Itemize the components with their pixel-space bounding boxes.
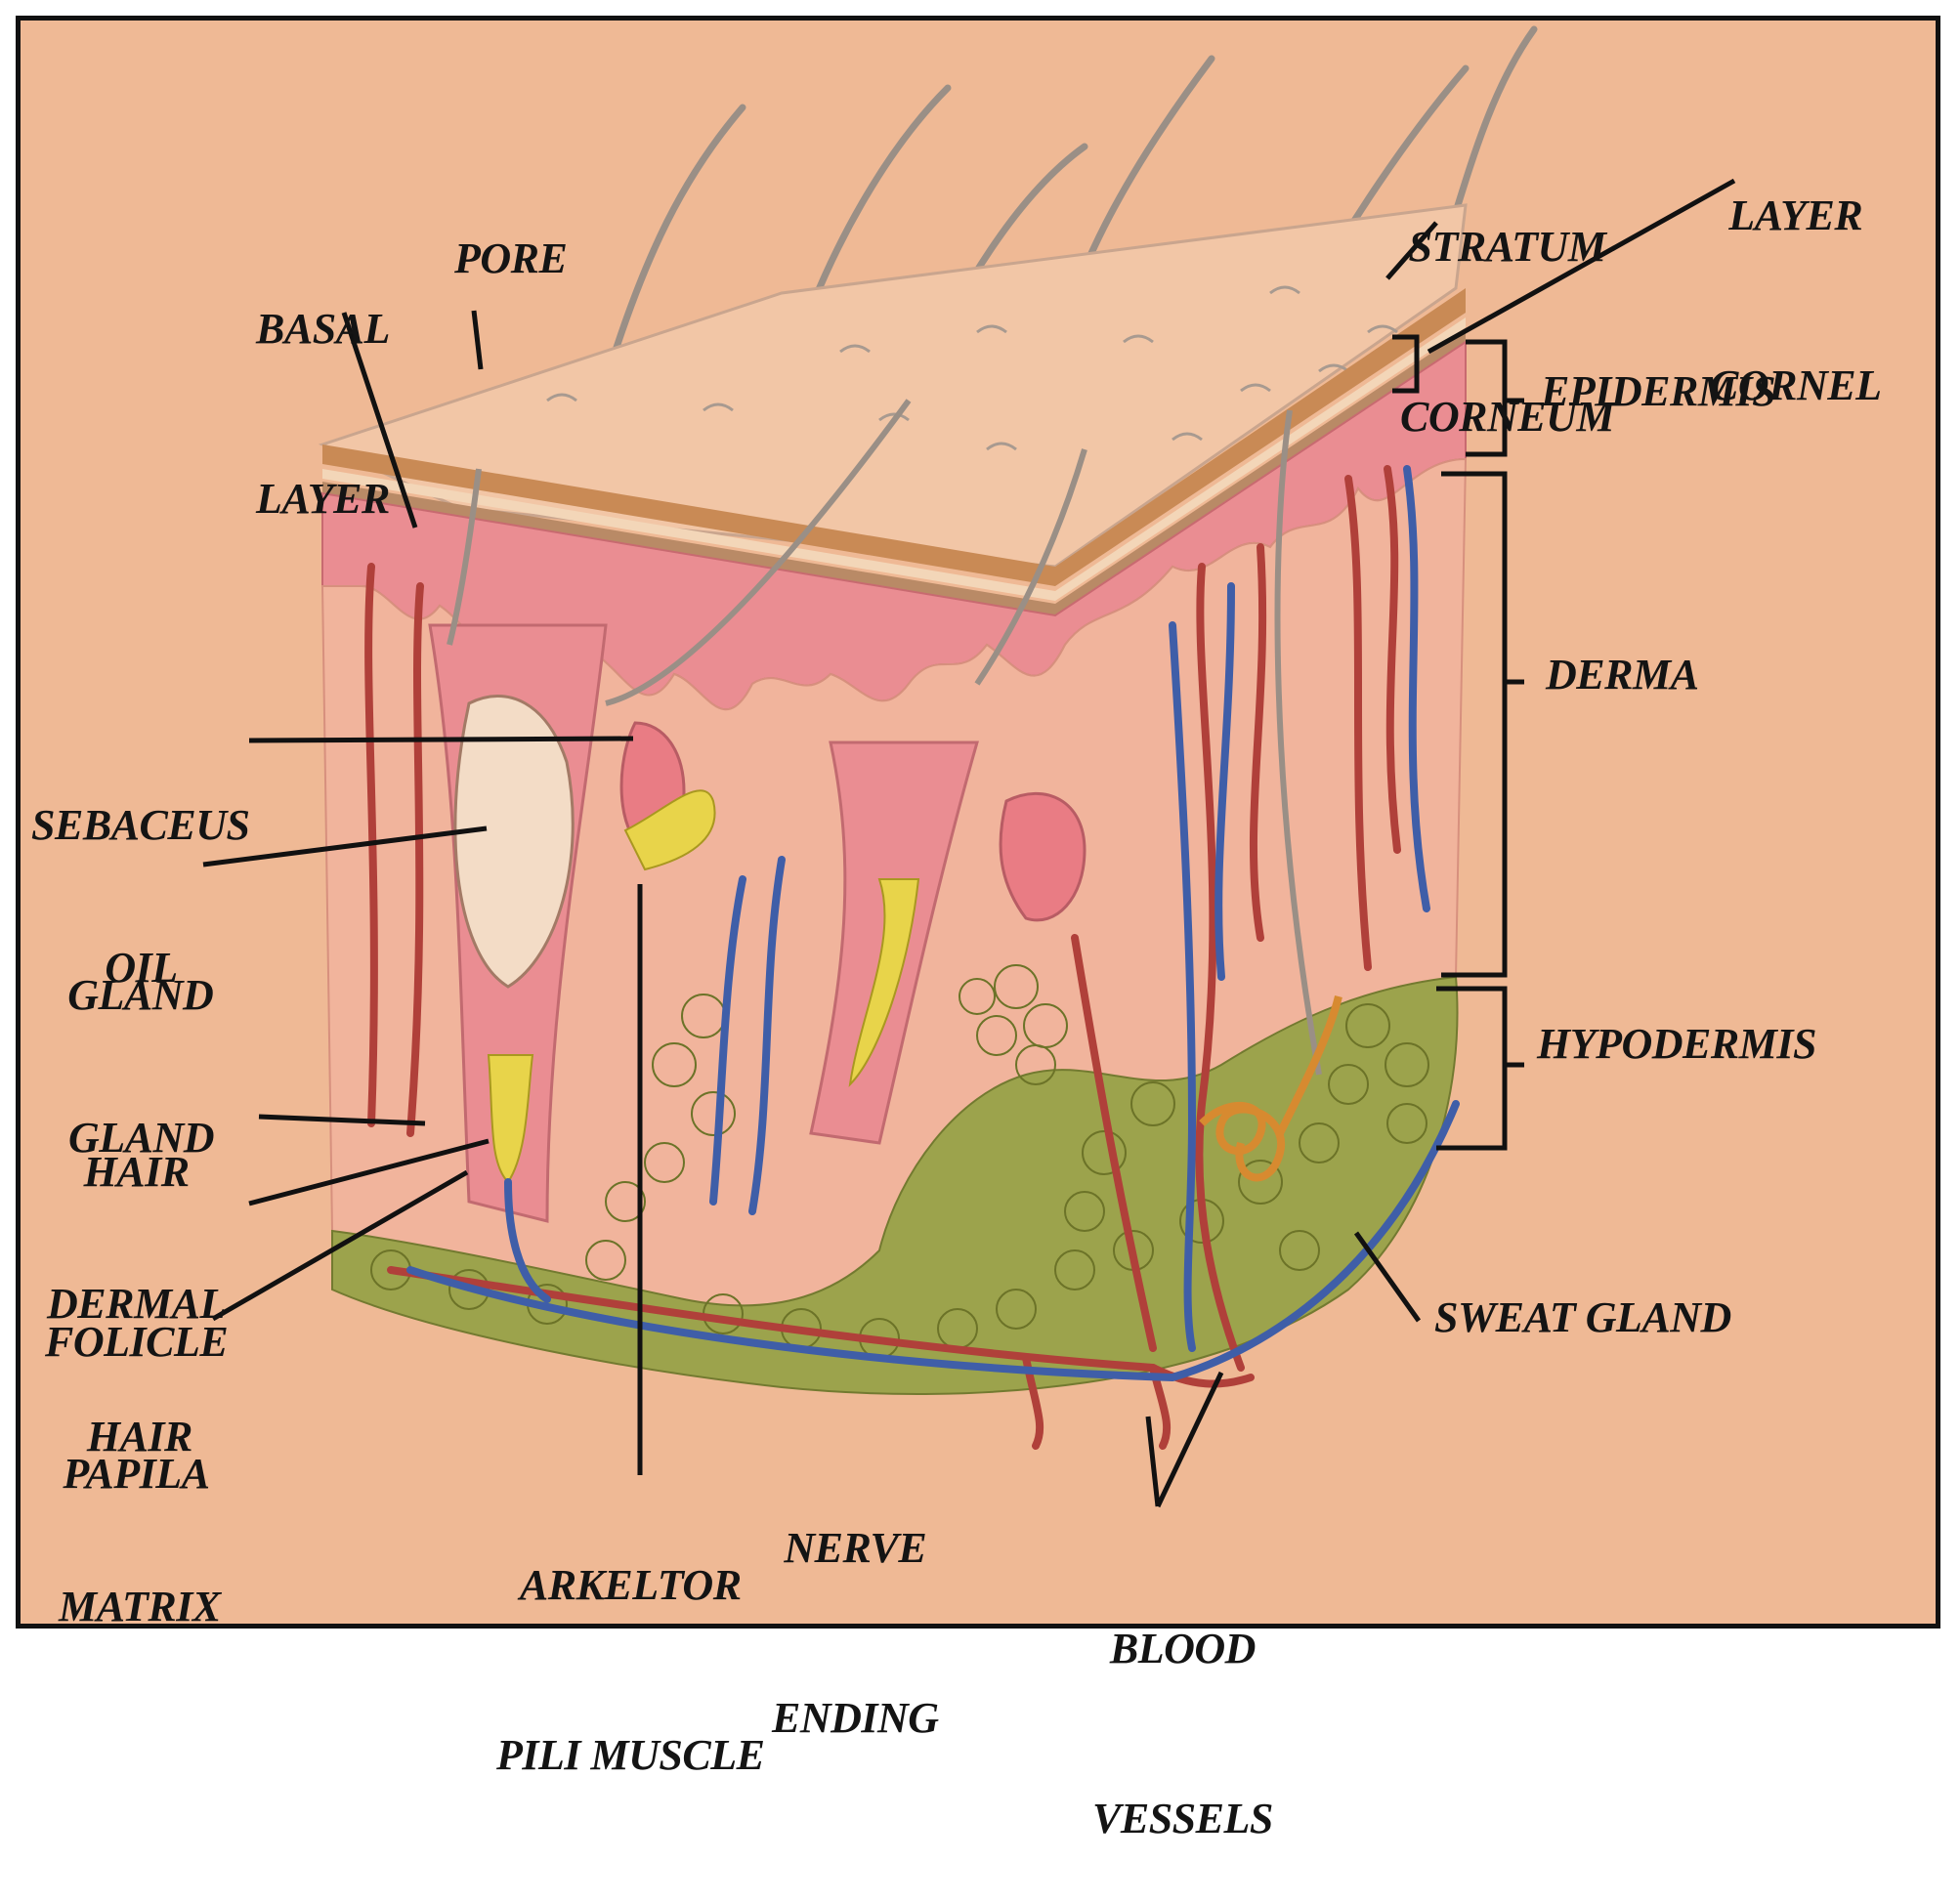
label-line: STRATUM xyxy=(1408,223,1606,271)
label-pore: PORE xyxy=(454,234,568,282)
label-arkeltor-pili-muscle: ARKELTOR PILI MUSCLE xyxy=(496,1444,765,1841)
label-line: VESSELS xyxy=(1092,1795,1273,1842)
surface-texture xyxy=(546,285,1398,451)
label-line: CORNEUM xyxy=(1400,393,1615,441)
label-line: GLAND xyxy=(68,1114,215,1162)
label-line: OIL xyxy=(105,944,178,992)
label-line: BASAL xyxy=(256,305,390,353)
label-blood-vessels: BLOOD VESSELS xyxy=(1092,1507,1273,1904)
label-basal-layer: BASAL LAYER xyxy=(256,188,390,584)
label-hair-matrix: HAIR MATRIX xyxy=(59,1295,221,1692)
skin-cross-section-illustration xyxy=(202,25,1736,1508)
label-line: SEBACEUS xyxy=(31,801,250,849)
label-layer-cornel: LAYER CORNEL xyxy=(1710,74,1882,471)
label-line: MATRIX xyxy=(59,1583,221,1630)
label-hair-folicle: HAIR FOLICLE xyxy=(45,1031,229,1427)
label-line: GLAND xyxy=(67,971,214,1019)
veins xyxy=(406,465,1460,1382)
label-line: ARKELTOR xyxy=(519,1561,742,1609)
label-derma: DERMA xyxy=(1546,651,1699,698)
arteries xyxy=(364,465,1401,1450)
label-line: LAYER xyxy=(256,475,390,523)
label-line: BLOOD xyxy=(1109,1625,1257,1672)
label-line: FOLICLE xyxy=(45,1318,229,1366)
label-line: PILI MUSCLE xyxy=(496,1731,765,1779)
leader-lines xyxy=(202,178,1736,1508)
stratum-corneum-band xyxy=(322,288,1466,586)
hair-follicles xyxy=(428,623,1087,1223)
label-line: CORNEL xyxy=(1710,361,1882,409)
label-line: LAYER xyxy=(1728,191,1863,239)
sweat-gland-coil xyxy=(1199,995,1342,1182)
label-line: NERVE xyxy=(784,1524,927,1572)
label-oil-gland: OIL GLAND xyxy=(68,826,215,1223)
label-hypodermis: HYPODERMIS xyxy=(1537,1020,1816,1068)
label-sweat-gland: SWEAT GLAND xyxy=(1434,1293,1731,1341)
label-nerve-ending: NERVE ENDING xyxy=(772,1407,939,1803)
label-sebaceus-gland: SEBACEUS GLAND xyxy=(31,684,250,1080)
label-line: HAIR xyxy=(86,1413,193,1460)
label-stratum-corneum: STRATUM CORNEUM xyxy=(1400,106,1615,502)
label-line: PAPILA xyxy=(63,1450,210,1498)
label-line: HAIR xyxy=(83,1148,191,1196)
label-epidermis: EPIDERMIS xyxy=(1541,367,1776,415)
label-line: ENDING xyxy=(772,1694,939,1742)
label-line: DERMAL xyxy=(47,1280,226,1328)
label-dermal-papila: DERMAL PAPILA xyxy=(47,1163,226,1559)
hypodermis-fat xyxy=(331,975,1459,1395)
